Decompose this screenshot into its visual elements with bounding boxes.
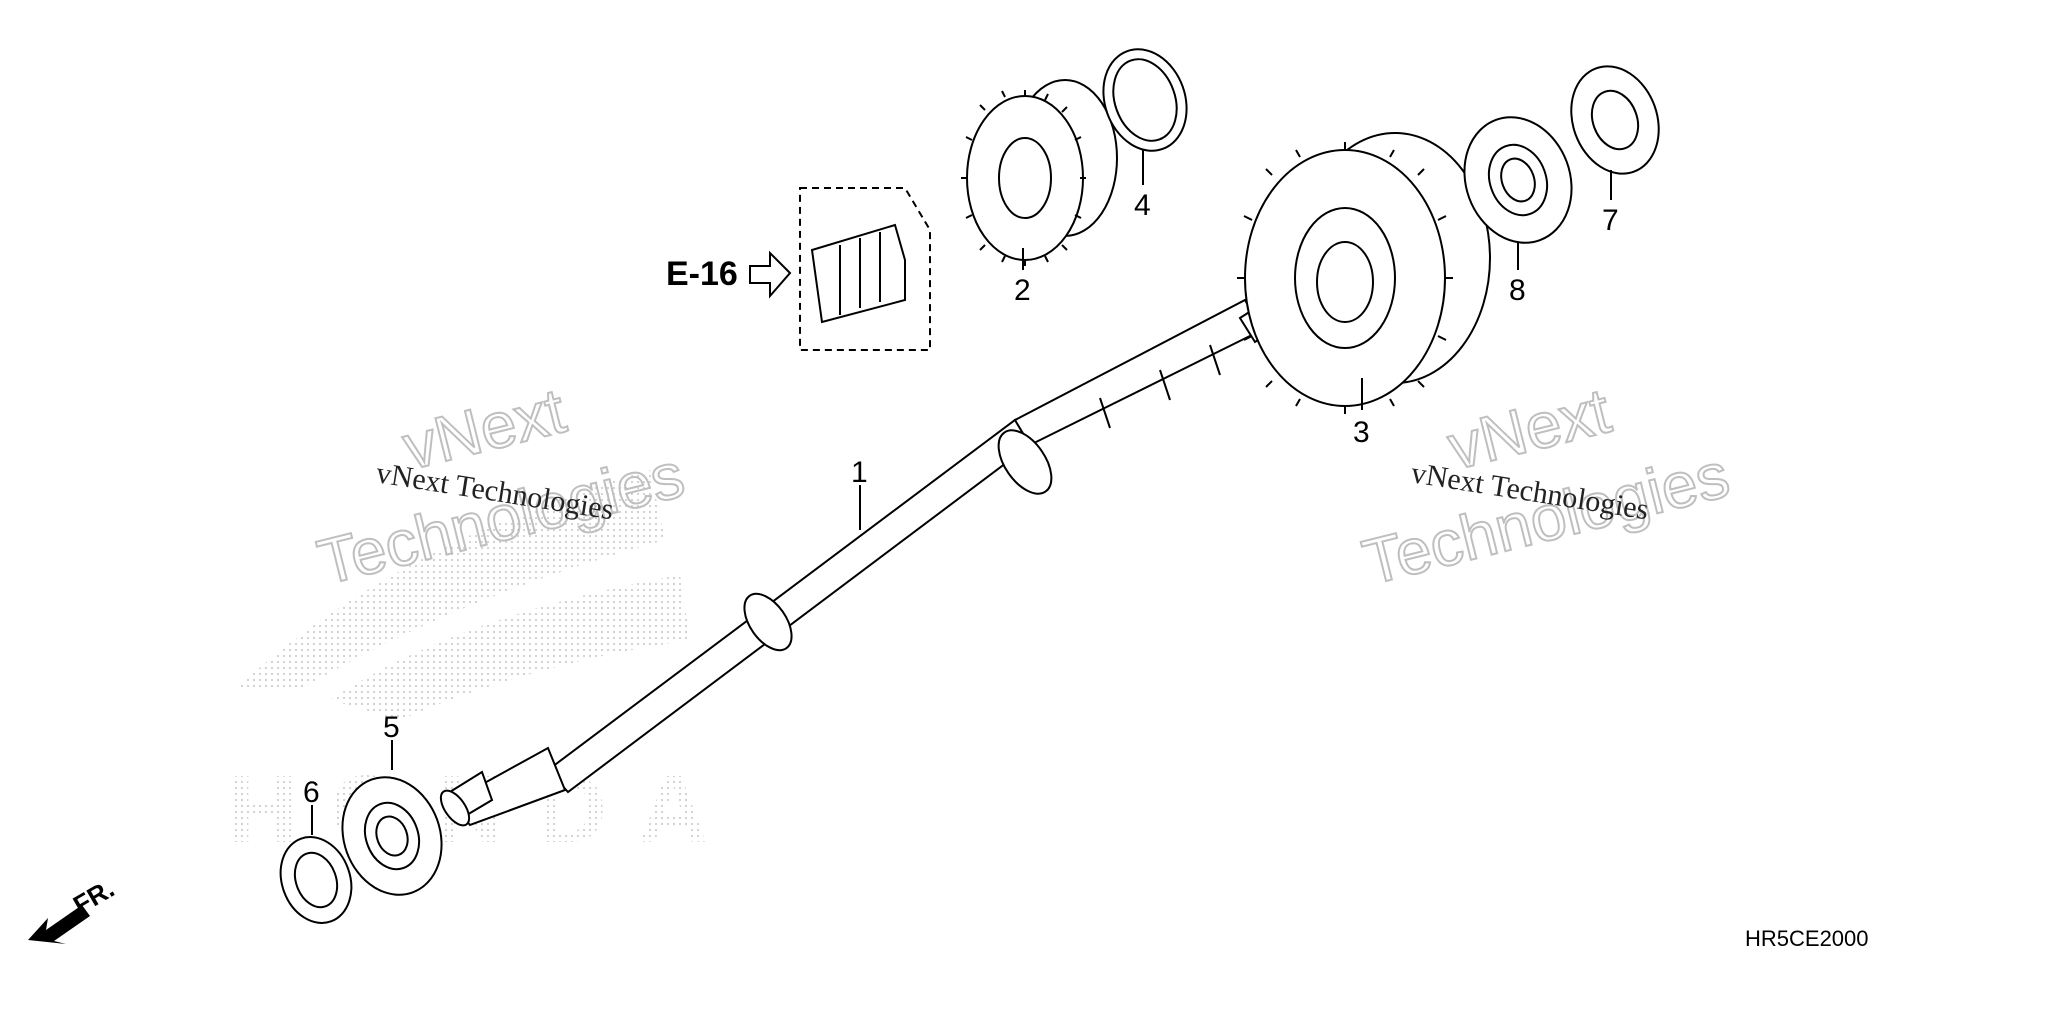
gear-2-teeth (961, 90, 1086, 266)
callout-numbers: 1 2 3 4 5 6 7 8 (303, 189, 1619, 809)
bearing-5-bore (375, 815, 409, 857)
reference-spline-sketch (810, 223, 906, 324)
logo-wing-shape (235, 470, 665, 690)
logo-wing-shape-2 (330, 575, 690, 720)
bearing-8-bore (1500, 157, 1536, 203)
gear-2-bore (998, 137, 1052, 219)
arrow-left-icon[interactable] (749, 250, 792, 299)
seal-6-inner (293, 851, 339, 909)
thin-washer (1102, 48, 1188, 152)
diagram-code: HR5CE2000 (1745, 926, 1869, 951)
callout-3: 3 (1353, 416, 1370, 449)
right-bearing (1463, 116, 1573, 244)
gear-3-bore (1316, 241, 1374, 323)
shaft-collar (743, 592, 793, 652)
shaft-step (1099, 344, 1221, 429)
washer-inner (1112, 58, 1178, 142)
seal-7-inner (1590, 89, 1640, 151)
callout-2: 2 (1014, 274, 1031, 307)
callout-7: 7 (1602, 204, 1619, 237)
front-indicator: FR. (28, 873, 119, 944)
callout-1: 1 (851, 456, 868, 489)
callout-leaders (311, 150, 1612, 835)
reference-box: E-16 (666, 187, 931, 351)
shaft-collar-2 (997, 429, 1053, 495)
gear-3-teeth (1237, 142, 1453, 414)
left-bearing (341, 776, 443, 896)
shaft-rear-section (1013, 298, 1264, 447)
callout-6: 6 (303, 776, 320, 809)
reference-label[interactable]: E-16 (666, 255, 738, 293)
callout-8: 8 (1509, 274, 1526, 307)
large-gear (1237, 132, 1491, 414)
callout-4: 4 (1134, 189, 1151, 222)
shaft-tip-end (439, 789, 471, 827)
left-seal (279, 836, 353, 924)
callout-5: 5 (383, 711, 400, 744)
right-seal (1570, 65, 1660, 175)
small-gear (961, 79, 1118, 266)
front-arrow-icon (28, 905, 90, 944)
reference-dashed-outline (799, 187, 931, 351)
shaft (439, 298, 1282, 827)
watermark-right: vNext Technologies vNext Technologies (1355, 373, 1737, 599)
